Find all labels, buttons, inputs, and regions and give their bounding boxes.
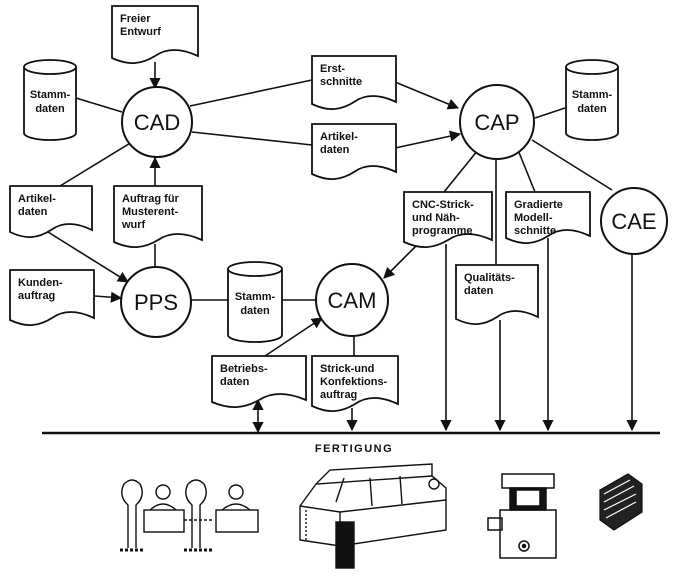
line-cad-artikeldaten	[191, 131, 313, 146]
document-label: Auftrag für	[122, 193, 180, 205]
document-label: daten	[464, 285, 494, 297]
document-label: daten	[18, 206, 48, 218]
document-label: daten	[220, 376, 250, 388]
line-cap-gradierte	[517, 149, 536, 193]
line-cnc-cam	[383, 241, 421, 279]
document-cnc-programme: CNC-Strick-und Näh-programme	[403, 191, 493, 248]
document-label: Strick-und	[320, 363, 374, 375]
document-label: Konfektions-	[320, 376, 388, 388]
database-label: Stamm-	[235, 291, 276, 303]
database-cap-stamm: Stamm-daten	[565, 59, 619, 141]
connectors	[47, 62, 638, 434]
document-label: Kunden-	[18, 277, 63, 289]
document-artikeldaten-cap: Artikel-daten	[311, 123, 397, 180]
line-artikeldaten-pps	[47, 231, 129, 283]
document-label: Qualitäts-	[464, 272, 515, 284]
document-label: daten	[320, 144, 350, 156]
database-pps-stamm: Stamm-daten	[227, 261, 283, 343]
knitting-machine-illustration	[299, 463, 447, 569]
database-label: daten	[577, 103, 607, 115]
line-cad-erstschnitte	[189, 79, 313, 107]
database-cad-stamm: Stamm-daten	[23, 59, 77, 141]
fertigung-label: FERTIGUNG	[315, 443, 393, 455]
line-capdb-cap	[534, 107, 566, 119]
document-label: Artikel-	[320, 131, 358, 143]
node-cam-label: CAM	[328, 288, 377, 313]
node-cae-label: CAE	[611, 209, 656, 234]
document-label: schnitte	[514, 225, 556, 237]
node-cae-circle	[600, 187, 668, 255]
document-label: Artikel-	[18, 193, 56, 205]
document-label: auftrag	[18, 290, 55, 302]
document-label: programme	[412, 225, 473, 237]
document-artikeldaten-pps: Artikel-daten	[9, 185, 93, 238]
document-kundenauftrag: Kunden-auftrag	[9, 269, 95, 326]
line-kunden-pps	[94, 291, 123, 303]
line-caddb-cad	[75, 97, 123, 113]
document-label: Freier	[120, 13, 151, 25]
node-pps-circle	[120, 266, 192, 338]
document-label: Entwurf	[120, 26, 161, 38]
node-cad-circle	[121, 86, 193, 158]
node-cap-circle	[459, 84, 535, 160]
document-label: Musterent-	[122, 206, 179, 218]
line-betrieb-cam	[261, 317, 323, 359]
line-cap-cae	[531, 139, 613, 191]
document-label: CNC-Strick-	[412, 199, 474, 211]
document-label: wurf	[121, 219, 146, 231]
document-label: und Näh-	[412, 212, 460, 224]
node-pps-label: PPS	[134, 290, 178, 315]
document-label: Betriebs-	[220, 363, 268, 375]
document-label: schnitte	[320, 76, 362, 88]
workers-illustration	[120, 479, 259, 552]
garment-stack-illustration	[599, 473, 643, 531]
document-betriebsdaten: Betriebs-daten	[211, 355, 307, 408]
node-cad-label: CAD	[134, 110, 180, 135]
node-cam-circle	[315, 263, 389, 337]
line-cap-cnc	[443, 149, 479, 193]
document-qualitaetsdaten: Qualitäts-daten	[455, 264, 539, 325]
database-label: Stamm-	[30, 89, 71, 101]
line-cad-artikeldaten-pps	[59, 141, 133, 187]
document-label: Modell-	[514, 212, 553, 224]
document-erstschnitte: Erst-schnitte	[311, 55, 397, 110]
document-label: Erst-	[320, 63, 345, 75]
node-cap-label: CAP	[474, 110, 519, 135]
line-artikeldaten-cap	[394, 130, 462, 149]
database-label: daten	[240, 305, 270, 317]
document-layer: FreierEntwurfErst-schnitteArtikel-datenA…	[9, 5, 591, 412]
line-erstschnitte-cap	[394, 81, 460, 110]
cutting-press-illustration	[487, 473, 557, 559]
document-label: Gradierte	[514, 199, 563, 211]
database-label: Stamm-	[572, 89, 613, 101]
database-label: daten	[35, 103, 65, 115]
document-label: auftrag	[320, 389, 357, 401]
